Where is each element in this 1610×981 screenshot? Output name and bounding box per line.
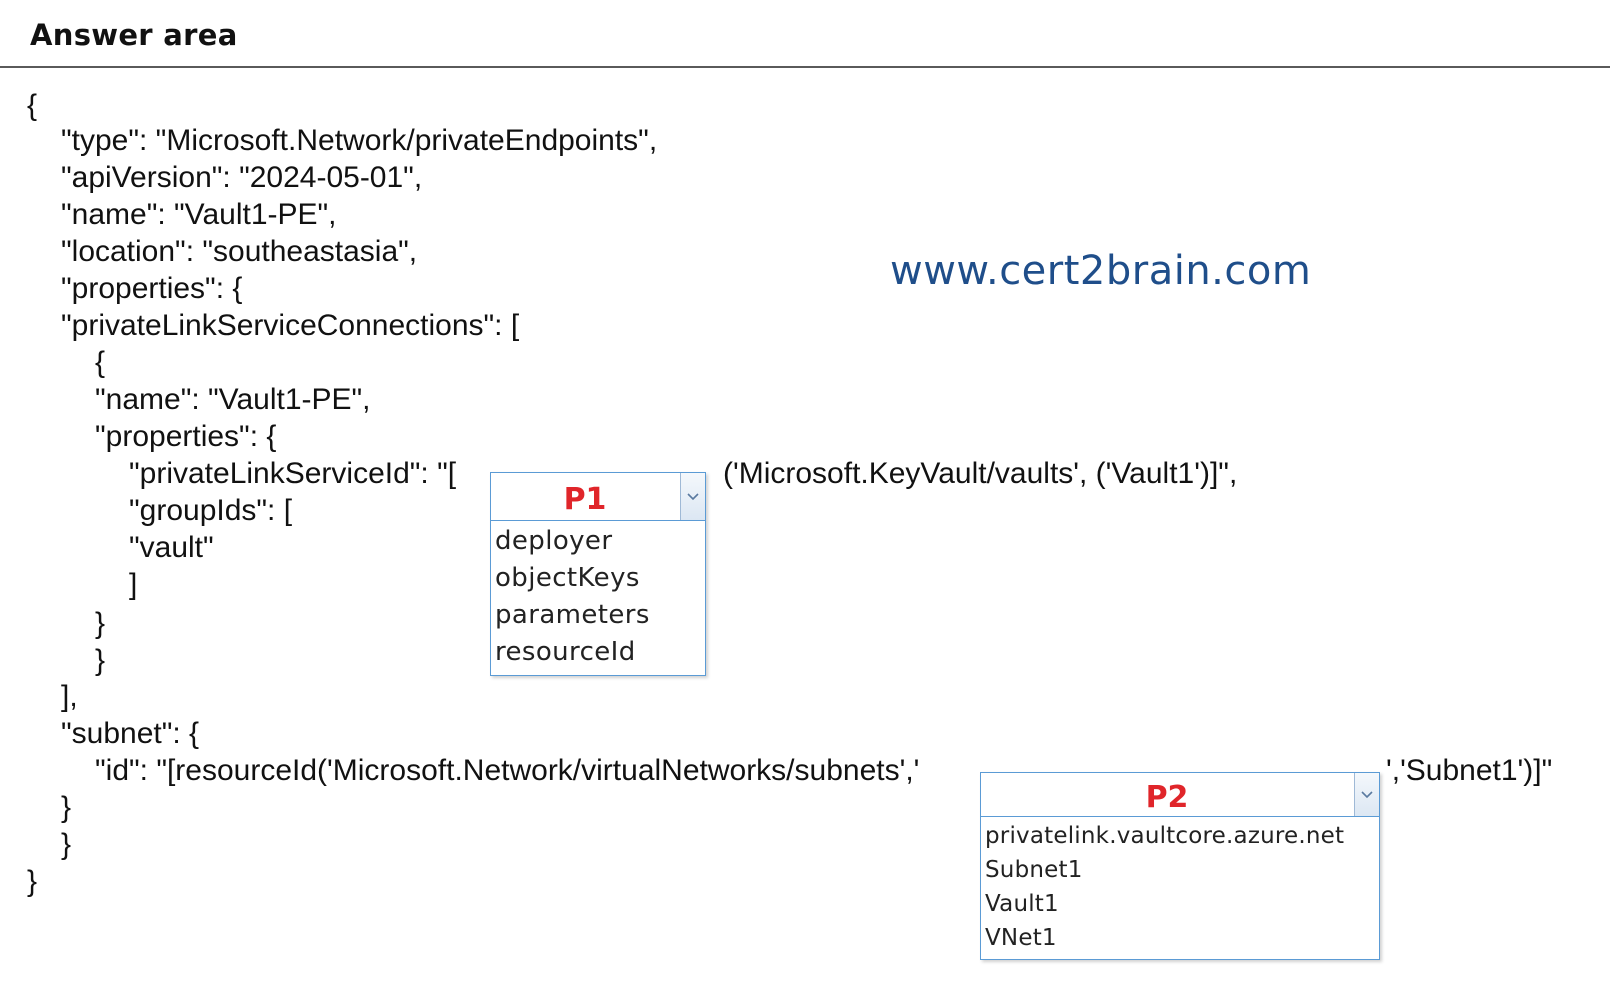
code-line-20: }	[61, 791, 72, 824]
dropdown-p1-options: deployer objectKeys parameters resourceI…	[491, 521, 705, 673]
watermark-text: www.cert2brain.com	[890, 248, 1312, 294]
chevron-down-icon[interactable]	[1354, 773, 1379, 816]
code-line-12: "groupIds": [	[129, 494, 293, 527]
code-line-16: }	[95, 644, 106, 677]
code-line-2: "type": "Microsoft.Network/privateEndpoi…	[61, 124, 658, 157]
code-line-5: "location": "southeastasia",	[61, 235, 418, 268]
code-line-9: "name": "Vault1-PE",	[95, 383, 371, 416]
code-line-18: "subnet": {	[61, 717, 200, 750]
code-line-15: }	[95, 607, 106, 640]
chevron-down-icon[interactable]	[680, 473, 705, 520]
dropdown-option[interactable]: objectKeys	[495, 563, 640, 593]
code-line-4: "name": "Vault1-PE",	[61, 198, 337, 231]
dropdown-option[interactable]: VNet1	[985, 925, 1057, 951]
chevron-down-icon-graphic	[687, 492, 699, 500]
code-line-21: }	[61, 828, 72, 861]
dropdown-p2[interactable]: P2 privatelink.vaultcore.azure.net Subne…	[980, 772, 1380, 960]
code-line-17: ],	[61, 680, 78, 713]
dropdown-p2-options: privatelink.vaultcore.azure.net Subnet1 …	[981, 817, 1379, 957]
header-divider	[0, 66, 1610, 68]
code-line-11-suffix: ('Microsoft.KeyVault/vaults', ('Vault1')…	[723, 457, 1238, 490]
code-line-11-prefix: "privateLinkServiceId": "[	[129, 457, 457, 490]
code-line-13: "vault"	[129, 531, 214, 564]
code-line-14: ]	[129, 568, 138, 601]
dropdown-option[interactable]: privatelink.vaultcore.azure.net	[985, 823, 1345, 849]
dropdown-option[interactable]: resourceId	[495, 637, 636, 667]
dropdown-option[interactable]: deployer	[495, 526, 613, 556]
dropdown-p2-label: P2	[1145, 780, 1189, 815]
code-line-1: {	[27, 89, 38, 122]
code-line-10: "properties": {	[95, 420, 277, 453]
code-line-8: {	[95, 346, 106, 379]
code-line-7: "privateLinkServiceConnections": [	[61, 309, 520, 342]
code-line-3: "apiVersion": "2024-05-01",	[61, 161, 423, 194]
dropdown-p1-label: P1	[563, 482, 607, 517]
dropdown-p2-header[interactable]: P2	[981, 773, 1379, 817]
dropdown-option[interactable]: parameters	[495, 600, 650, 630]
code-line-19-prefix: "id": "[resourceId('Microsoft.Network/vi…	[95, 754, 920, 787]
code-line-6: "properties": {	[61, 272, 243, 305]
dropdown-p1-header[interactable]: P1	[491, 473, 705, 521]
code-line-19-suffix: ','Subnet1')]"	[1386, 754, 1553, 787]
header-title: Answer area	[30, 18, 238, 52]
dropdown-p1[interactable]: P1 deployer objectKeys parameters resour…	[490, 472, 706, 676]
dropdown-option[interactable]: Vault1	[985, 891, 1059, 917]
code-line-22: }	[27, 865, 38, 898]
dropdown-option[interactable]: Subnet1	[985, 857, 1083, 883]
chevron-down-icon-graphic	[1361, 790, 1373, 798]
